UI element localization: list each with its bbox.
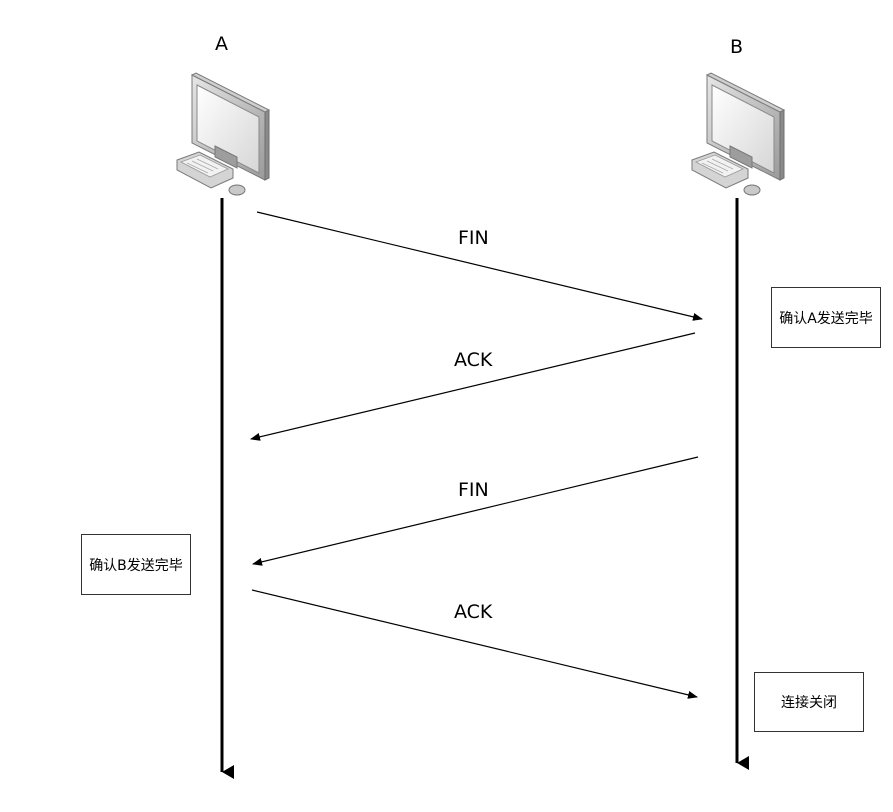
note-connection-closed: 连接关闭 bbox=[754, 672, 864, 732]
message-label-fin-2: FIN bbox=[458, 479, 489, 501]
message-label-fin-1: FIN bbox=[458, 227, 489, 249]
computer-b-icon bbox=[691, 72, 786, 196]
message-label-ack-2: ACK bbox=[454, 601, 493, 623]
message-arrow-fin-a-to-b bbox=[256, 211, 703, 321]
message-arrow-ack-b-to-a bbox=[250, 332, 696, 441]
message-arrow-ack-a-to-b bbox=[251, 589, 698, 699]
computer-a-icon bbox=[176, 72, 271, 196]
note-a-confirm: 确认B发送完毕 bbox=[81, 534, 191, 595]
host-a-label: A bbox=[215, 33, 228, 55]
note-b-confirm: 确认A发送完毕 bbox=[771, 287, 881, 348]
message-arrow-fin-b-to-a bbox=[252, 456, 699, 566]
host-b-label: B bbox=[730, 36, 744, 58]
message-label-ack-1: ACK bbox=[454, 349, 493, 371]
